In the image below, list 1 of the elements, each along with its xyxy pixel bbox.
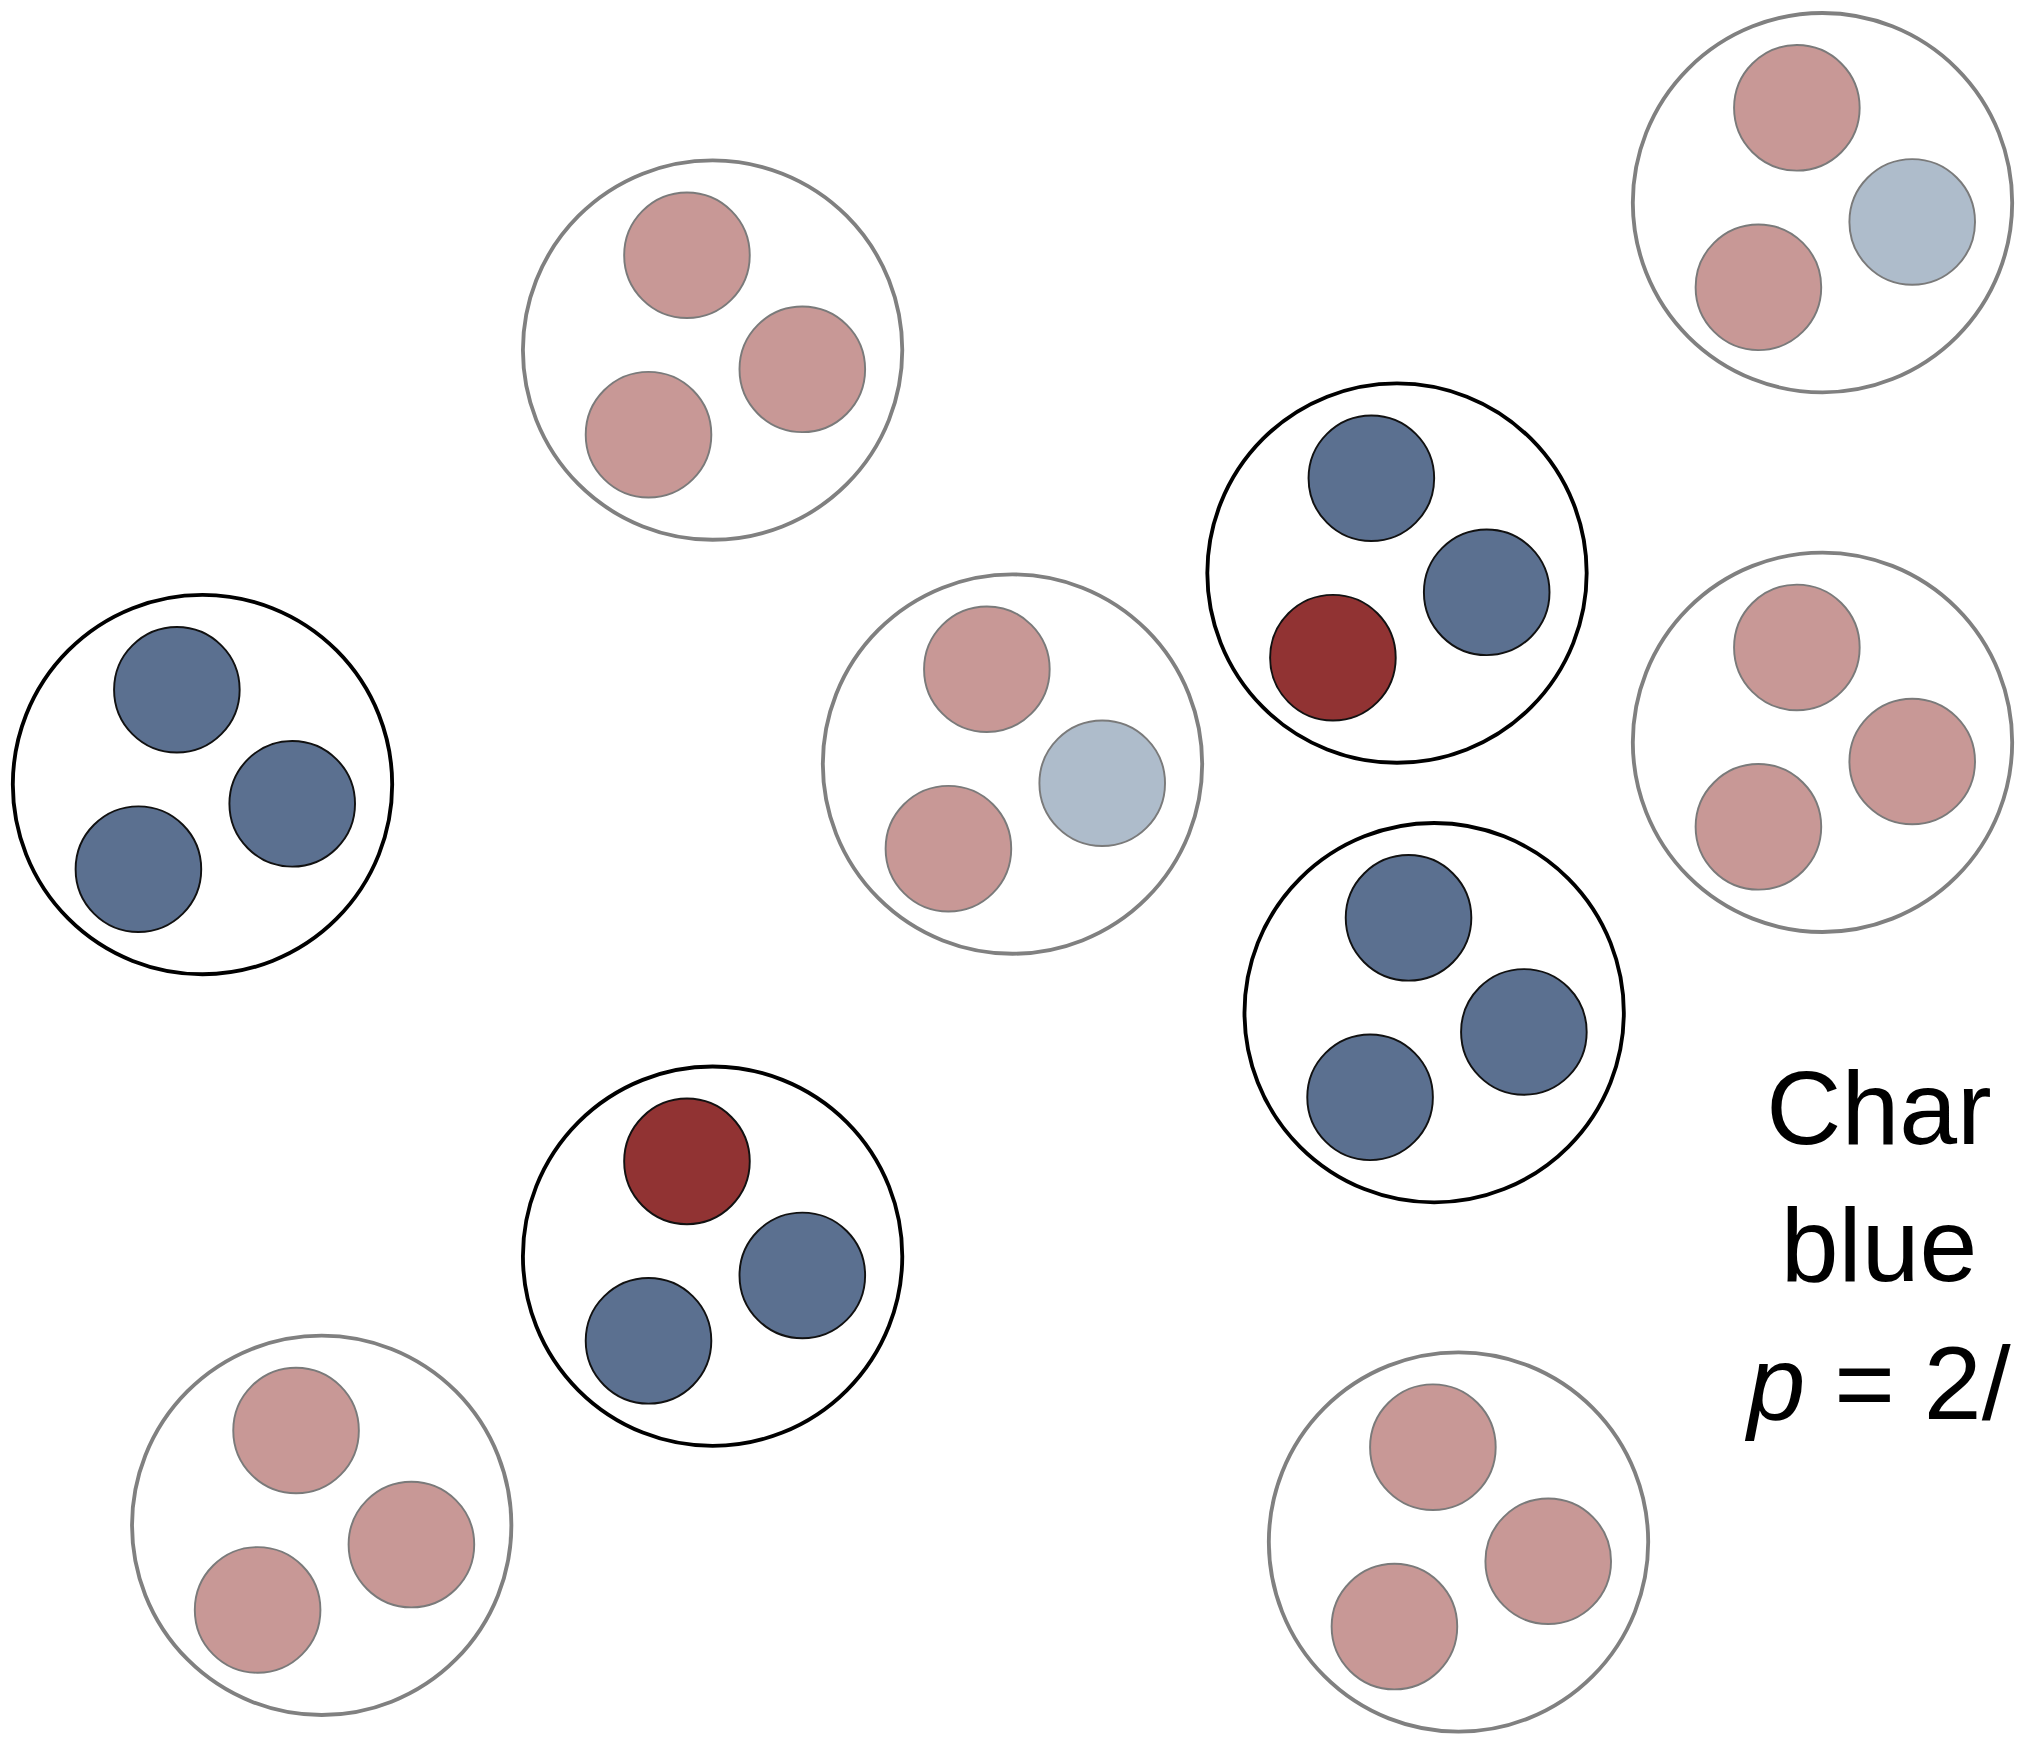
probability-note: Char blue p = 2/	[1744, 1049, 2012, 1443]
